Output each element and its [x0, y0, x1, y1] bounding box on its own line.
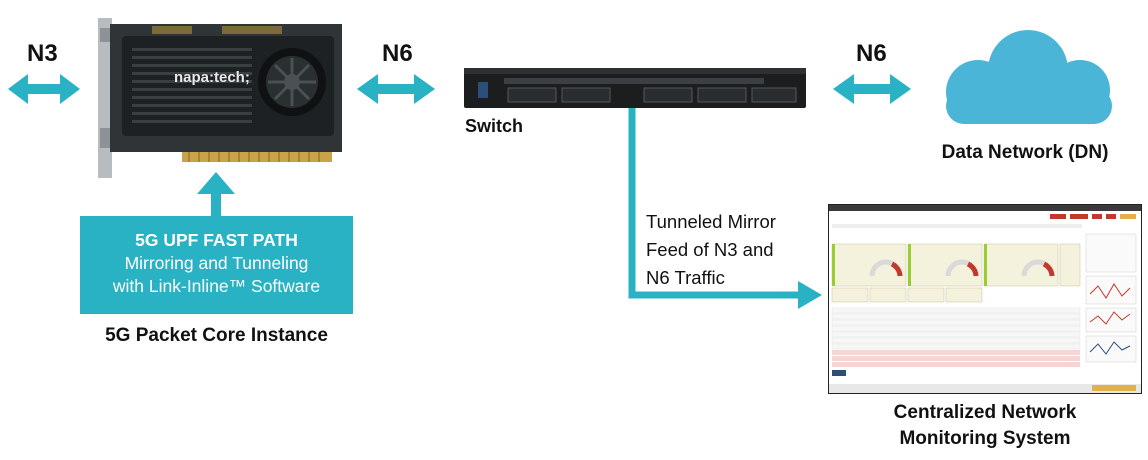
n3-label: N3	[27, 40, 58, 67]
mirror-feed-line-3: N6 Traffic	[646, 267, 725, 288]
monitoring-caption: Centralized Network Monitoring System	[862, 400, 1108, 452]
mirror-feed-text: Tunneled Mirror Feed of N3 and N6 Traffi…	[646, 208, 776, 292]
monitoring-dashboard-screenshot	[828, 204, 1142, 394]
monitoring-caption-line-2: Monitoring System	[899, 428, 1071, 449]
callout-line-2: Mirroring and Tunneling	[124, 253, 309, 273]
data-network-caption: Data Network (DN)	[941, 142, 1109, 163]
upf-fast-path-callout: 5G UPF FAST PATH Mirroring and Tunneling…	[80, 216, 353, 314]
switch-caption: Switch	[465, 116, 524, 136]
monitoring-caption-line-1: Centralized Network	[893, 402, 1077, 423]
n6-right-label: N6	[856, 40, 887, 67]
n6-right-double-arrow	[833, 74, 911, 104]
callout-line-1: 5G UPF FAST PATH	[135, 230, 298, 250]
data-network-cloud-icon	[946, 30, 1112, 124]
mirror-feed-arrow	[628, 100, 822, 309]
n6-left-double-arrow	[357, 74, 435, 104]
mirror-feed-line-1: Tunneled Mirror	[646, 211, 776, 232]
network-switch	[464, 68, 806, 108]
napatech-nic-card	[98, 18, 342, 178]
packet-core-caption: 5G Packet Core Instance	[105, 325, 328, 346]
n6-left-label: N6	[382, 40, 413, 67]
callout-up-arrow	[197, 172, 235, 216]
callout-line-3: with Link-Inline™ Software	[112, 276, 321, 296]
mirror-feed-line-2: Feed of N3 and	[646, 239, 774, 260]
brand-logo-text: napa:tech;	[174, 69, 250, 86]
n3-double-arrow	[8, 74, 80, 104]
